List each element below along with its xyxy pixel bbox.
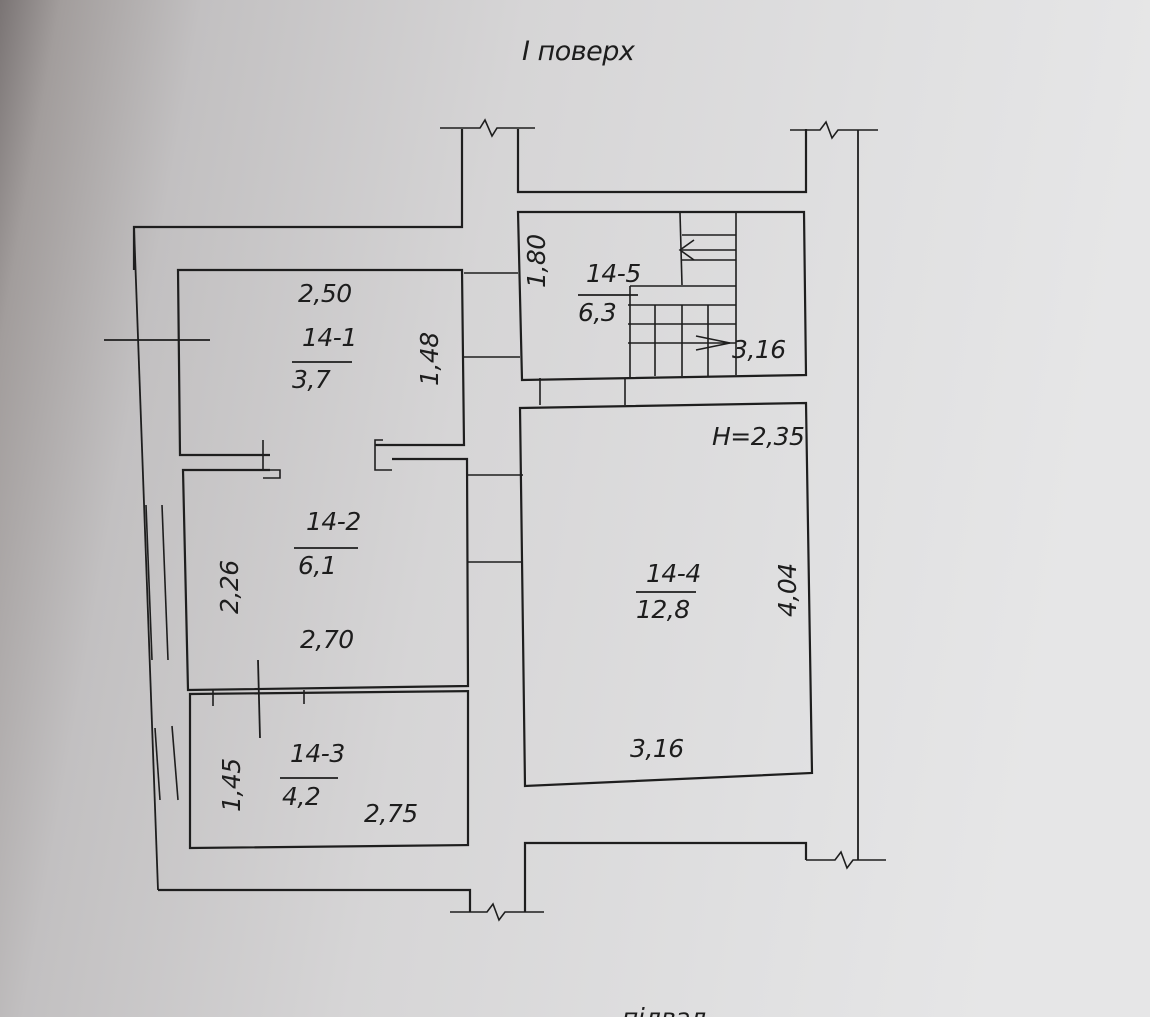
ceiling-height: H=2,35: [712, 422, 804, 451]
room-14-1-width: 2,50: [298, 279, 352, 308]
outer-walls: [132, 129, 859, 912]
room-14-2: [145, 457, 470, 692]
room-14-1-number: 14-1: [302, 323, 357, 352]
bottom-cut-label: підвал: [622, 1003, 706, 1017]
room-14-5-area: 6,3: [578, 298, 616, 327]
room-14-2-width: 2,70: [300, 625, 354, 654]
staircase-icon: [628, 212, 737, 378]
room-14-4: [518, 401, 814, 788]
room-14-5-width: 3,16: [732, 335, 786, 364]
room-14-3: [154, 689, 470, 850]
room-14-3-area: 4,2: [282, 782, 320, 811]
room-14-1: [176, 268, 466, 479]
break-lines: [104, 118, 886, 922]
room-14-2-height: 2,26: [215, 560, 244, 614]
room-14-5-number: 14-5: [586, 259, 641, 288]
room-14-1-length: 1,48: [415, 332, 444, 386]
room-14-4-height: 4,04: [773, 563, 802, 617]
room-14-5-height: 1,80: [522, 234, 551, 288]
room-14-4-width: 3,16: [630, 734, 684, 763]
room-14-3-number: 14-3: [290, 739, 345, 768]
passages: [464, 272, 626, 563]
room-14-4-number: 14-4: [646, 559, 701, 588]
room-14-3-width: 2,75: [364, 799, 418, 828]
room-14-2-area: 6,1: [298, 551, 336, 580]
room-14-5: [516, 210, 808, 382]
room-14-2-number: 14-2: [306, 507, 361, 536]
room-14-3-height: 1,45: [217, 758, 246, 812]
room-14-4-area: 12,8: [636, 595, 690, 624]
floor-title: I поверх: [522, 36, 636, 67]
room-14-1-area: 3,7: [292, 365, 331, 394]
